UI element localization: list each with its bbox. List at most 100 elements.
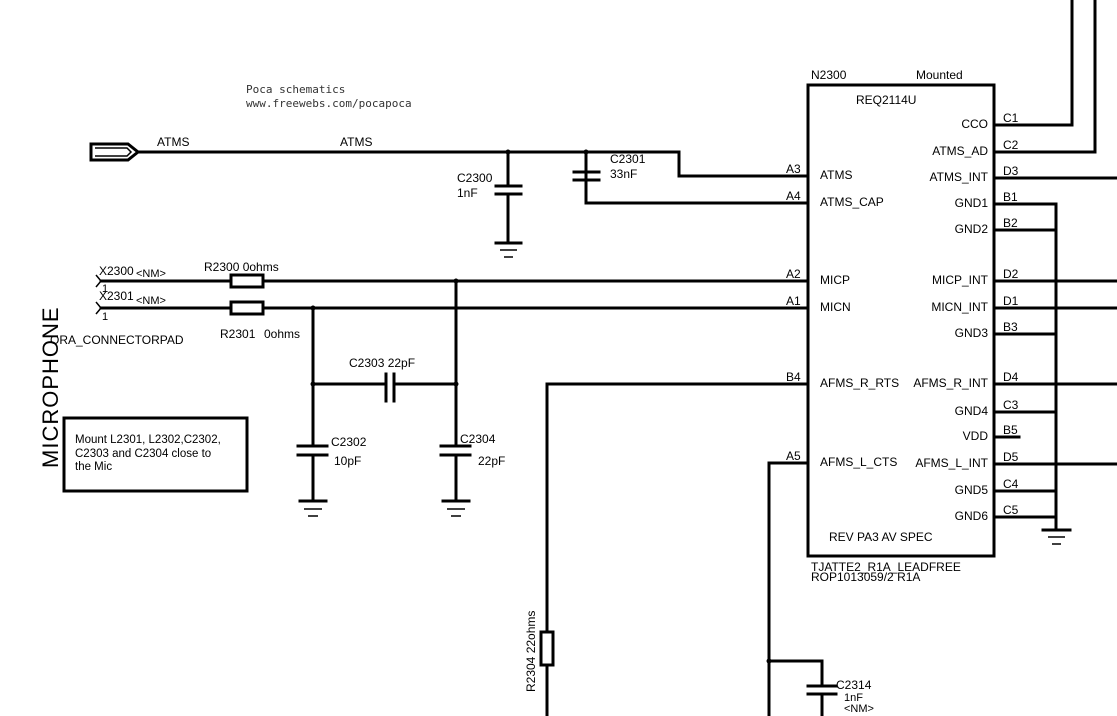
ic-ref: N2300 <box>811 68 847 82</box>
ic-right-pin-name: MICN_INT <box>931 300 988 314</box>
x2300-pin: 1 <box>102 283 108 295</box>
ic-right-pin-name: GND1 <box>955 196 989 210</box>
ic-footer-2: ROP1013059/2 R1A <box>811 570 920 584</box>
atms-port-inner <box>95 147 133 157</box>
ic-right-pin-number: D4 <box>1003 370 1019 384</box>
ic-right-pin-name: VDD <box>963 429 989 443</box>
c2314-name: C2314 <box>836 678 872 692</box>
x2301-label: X2301 <box>99 289 134 303</box>
ic-right-pin-name: GND4 <box>955 404 989 418</box>
c2302-capacitor <box>296 444 329 517</box>
note-line-2: C2303 and C2304 close to <box>75 448 211 460</box>
ic-left-pin-number: A2 <box>786 267 801 281</box>
c2301-value: 33nF <box>610 167 637 181</box>
junction-c2314 <box>766 658 772 664</box>
ic-left-pin-number: B4 <box>786 370 801 384</box>
junction-micp <box>453 278 459 284</box>
atms-ad-wire <box>992 0 1097 154</box>
ic-right-pin-number: D2 <box>1003 267 1019 281</box>
ic-right-pin-number: C4 <box>1003 477 1019 491</box>
atms-net-label: ATMS <box>340 135 372 149</box>
ic-part: REQ2114U <box>856 93 916 107</box>
ic-left-pin-name: MICP <box>820 273 850 287</box>
ic-n2300-body <box>806 83 996 558</box>
ic-right-pin-name: GND5 <box>955 483 989 497</box>
c2314-value: 1nF <box>844 692 863 704</box>
ic-right-pin-name: MICP_INT <box>932 273 989 287</box>
connector-part-label: ORA_CONNECTORPAD <box>50 333 184 347</box>
x2301-pin: 1 <box>102 311 108 323</box>
note-box <box>62 416 249 493</box>
ic-right-pin-number: B2 <box>1003 216 1018 230</box>
c2302-value: 10pF <box>334 454 361 468</box>
c2300-capacitor <box>494 150 523 258</box>
ic-right-pin-name: AFMS_L_INT <box>915 456 988 470</box>
ic-left-pin-name: AFMS_R_RTS <box>820 376 899 390</box>
ic-right-pin-number: D3 <box>1003 164 1019 178</box>
x2301-nm: <NM> <box>136 295 166 307</box>
c2314-nm: <NM> <box>844 703 874 715</box>
ic-status: Mounted <box>916 68 963 82</box>
c2301-name: C2301 <box>610 152 646 166</box>
ic-left-pin-number: A5 <box>786 449 801 463</box>
ground-bus <box>992 202 1072 545</box>
atms-to-a3-wire <box>677 150 810 178</box>
header-line-1: Poca schematics <box>246 83 345 96</box>
microphone-title: MICROPHONE <box>38 306 63 468</box>
header-line-2: www.freewebs.com/pocapoca <box>246 97 412 110</box>
afms-l-cts-wire <box>767 461 810 716</box>
ic-right-pin-number: B3 <box>1003 320 1018 334</box>
r2304-label: R2304 22ohms <box>524 611 538 692</box>
ic-left-pin-number: A3 <box>786 162 801 176</box>
junction-c2300 <box>505 149 511 155</box>
ic-right-pin-name: ATMS_AD <box>932 144 988 158</box>
c2304-name: C2304 <box>460 432 496 446</box>
ic-right-pin-number: C2 <box>1003 138 1019 152</box>
ic-right-pin-name: GND6 <box>955 509 989 523</box>
r2301-value: 0ohms <box>264 327 300 341</box>
ic-right-pin-name: GND2 <box>955 222 989 236</box>
ic-left-pin-number: A1 <box>786 294 801 308</box>
ic-left-pin-number: A4 <box>786 189 801 203</box>
r2304-resistor <box>539 630 555 667</box>
ic-right-pin-name: GND3 <box>955 326 989 340</box>
ic-right-pin-name: AFMS_R_INT <box>913 376 988 390</box>
ic-right-pin-number: C3 <box>1003 398 1019 412</box>
ic-right-pin-number: D5 <box>1003 450 1019 464</box>
c2300-value: 1nF <box>457 186 478 200</box>
c2304-capacitor <box>439 444 472 517</box>
junction-micn <box>310 305 316 311</box>
ic-footer-1: TJATTE2_R1A_LEADFREE <box>811 560 961 574</box>
ic-spec: REV PA3 AV SPEC <box>829 530 933 544</box>
ic-right-pin-number: C1 <box>1003 111 1019 125</box>
ic-right-pin-number: B1 <box>1003 190 1018 204</box>
atms-port-label: ATMS <box>157 135 189 149</box>
ic-right-pin-number: D1 <box>1003 294 1019 308</box>
c2314-branch-wire <box>767 659 824 688</box>
x2300-nm: <NM> <box>136 268 166 280</box>
c2300-name: C2300 <box>457 171 493 185</box>
ic-right-pin-number: C5 <box>1003 503 1019 517</box>
c2303-capacitor <box>311 372 458 403</box>
afms-r-rts-wire <box>545 382 810 634</box>
ic-right-pin-name: CCO <box>961 117 988 131</box>
ic-right-pin-name: ATMS_INT <box>930 170 989 184</box>
c2304-value: 22pF <box>478 454 505 468</box>
atms-cap-wire <box>584 150 810 205</box>
ic-right-pin-number: B5 <box>1003 423 1018 437</box>
c2303-label: C2303 22pF <box>349 356 415 370</box>
ic-left-pin-name: ATMS <box>820 168 852 182</box>
r2301-name: R2301 <box>220 327 256 341</box>
c2302-name: C2302 <box>331 435 367 449</box>
r2301-resistor <box>229 300 265 316</box>
r2300-resistor <box>229 273 265 289</box>
r2300-label: R2300 0ohms <box>204 260 279 274</box>
x2300-label: X2300 <box>99 264 134 278</box>
ic-left-pin-name: MICN <box>820 300 851 314</box>
note-line-3: the Mic <box>75 461 112 473</box>
cco-wire <box>992 0 1074 127</box>
junction-c2301 <box>583 149 589 155</box>
ic-left-pin-name: ATMS_CAP <box>820 195 884 209</box>
note-line-1: Mount L2301, L2302,C2302, <box>75 434 221 446</box>
